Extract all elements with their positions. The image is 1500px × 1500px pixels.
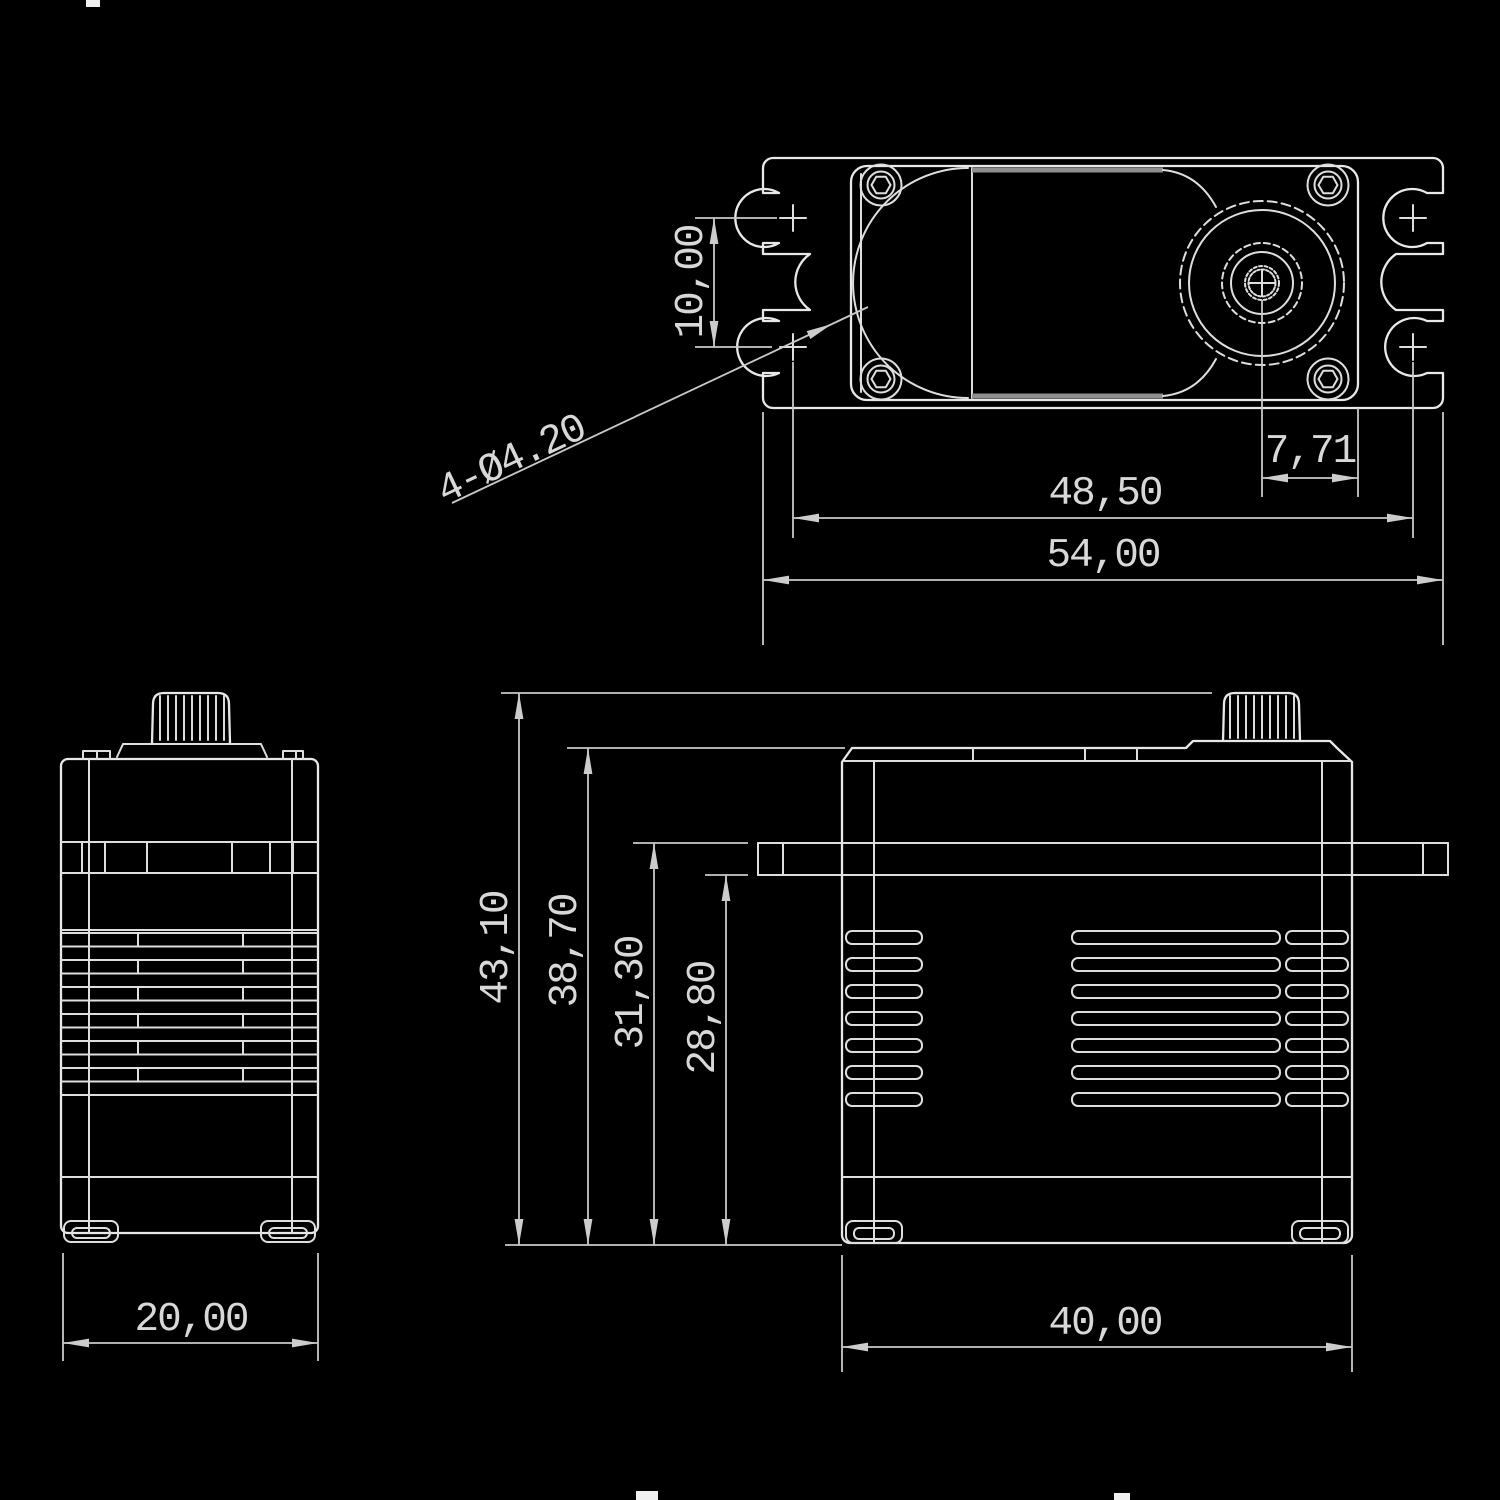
front-body-outline	[840, 739, 1354, 1245]
side-flange-segments	[81, 841, 294, 874]
dim-flange-top-height: 31,30	[609, 842, 748, 1245]
dim-label-hole-span: 48,50	[1048, 471, 1161, 517]
dim-hole-spacing: 10,00	[669, 217, 777, 348]
top-view	[734, 156, 1445, 410]
front-output-gear	[1221, 691, 1302, 743]
dim-body-depth: 20,00	[62, 1253, 319, 1361]
hump-curve-bottom	[1162, 358, 1217, 397]
motor-arc	[852, 167, 969, 399]
dim-flange-bottom-height: 28,80	[681, 874, 748, 1245]
dim-shaft-offset: 7,71	[1261, 300, 1359, 497]
dimensions: 10,00 4-Ø4.20 7,71 48,50 54,00	[62, 217, 1444, 1372]
side-output-gear	[150, 691, 232, 745]
gear-spline-ridges	[159, 695, 1295, 741]
dim-hole-span: 48,50	[792, 362, 1414, 538]
dim-label-flange-bottom-height: 28,80	[681, 961, 727, 1074]
dim-mounting-holes-leader: 4-Ø4.20	[430, 306, 869, 515]
mounting-plate-outline	[734, 156, 1445, 410]
image-artifacts	[86, 0, 1130, 1500]
dim-label-shaft-offset: 7,71	[1265, 429, 1356, 475]
front-feet	[845, 1220, 1349, 1244]
dim-label-body-width: 40,00	[1048, 1301, 1161, 1347]
hump-curve-top	[1162, 169, 1217, 208]
dim-label-case-height: 38,70	[543, 894, 589, 1007]
mounting-hole-centers	[779, 204, 1427, 361]
side-gear-flange	[116, 743, 268, 758]
dim-label-overall-width: 54,00	[1046, 533, 1159, 579]
dim-overall-width: 54,00	[762, 412, 1444, 645]
dim-body-width: 40,00	[841, 1255, 1353, 1372]
side-top-tab-right	[282, 750, 304, 760]
front-flange-end-caps	[757, 842, 1449, 876]
side-view	[59, 691, 320, 1243]
dim-label-overall-height: 43,10	[474, 891, 520, 1004]
servo-case-outline	[849, 164, 1360, 402]
dim-overall-height: 43,10	[474, 692, 1212, 1245]
dim-label-hole-spacing: 10,00	[669, 225, 715, 338]
side-body-outline	[59, 757, 320, 1235]
dim-label-body-depth: 20,00	[134, 1297, 247, 1343]
front-heatsink-fins	[845, 930, 1349, 1107]
dim-case-height: 38,70	[543, 747, 845, 1245]
front-deck-ticks	[972, 747, 1138, 762]
front-view	[159, 691, 1449, 1245]
side-feet	[63, 1220, 316, 1243]
dim-label-mounting-holes: 4-Ø4.20	[430, 406, 593, 515]
side-heatsink-fins	[60, 932, 319, 1096]
case-screw-holes	[859, 163, 1350, 401]
dim-label-flange-top-height: 31,30	[609, 936, 655, 1049]
side-top-tab-left	[82, 750, 111, 760]
